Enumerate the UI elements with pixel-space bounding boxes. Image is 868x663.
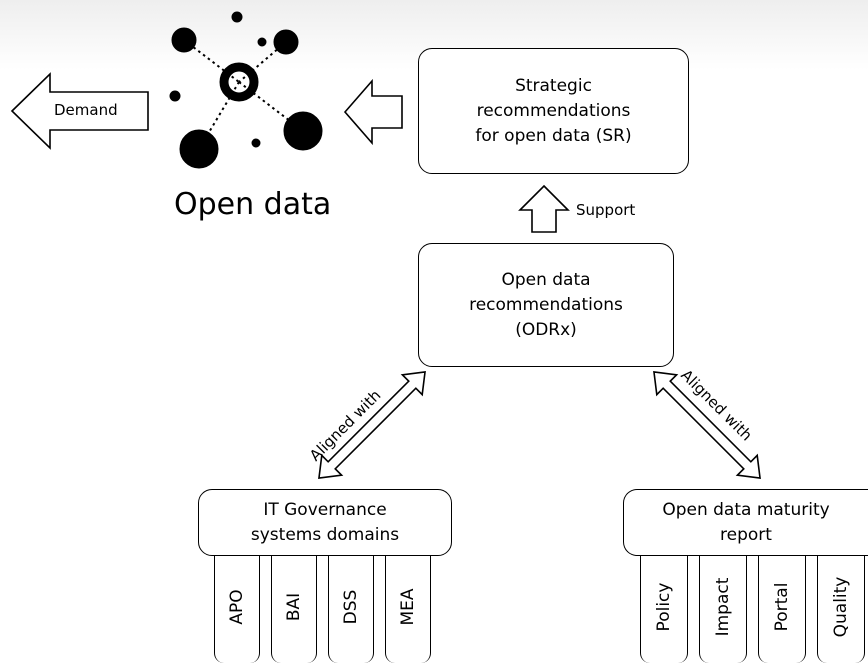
open-data-maturity-box: Open data maturity report (623, 489, 868, 556)
itg-line-2: systems domains (250, 524, 400, 545)
aligned-left-arrow (318, 371, 426, 479)
odm-line-2: report (720, 524, 772, 545)
domain-tab-mea (385, 553, 431, 663)
aligned-right-arrow (653, 371, 761, 479)
support-arrow (518, 184, 570, 233)
it-governance-box: IT Governance systems domains (198, 489, 452, 556)
dimension-label-impact: Impact (713, 577, 733, 637)
dimension-tab-policy (640, 553, 688, 663)
domain-label-dss: DSS (341, 589, 361, 625)
domain-label-apo: APO (227, 589, 247, 625)
demand-label: Demand (54, 101, 118, 119)
dimension-label-portal: Portal (772, 582, 792, 632)
odr-box: Open data recommendations (ODRx) (418, 243, 674, 367)
strategic-line-1: Strategic (515, 75, 592, 96)
domain-label-mea: MEA (398, 588, 418, 626)
odr-line-3: (ODRx) (515, 319, 577, 340)
support-label: Support (576, 201, 636, 219)
domain-tab-dss (328, 553, 374, 663)
itg-line-1: IT Governance (263, 499, 387, 520)
open-data-network-icon (169, 11, 323, 169)
odr-line-1: Open data (501, 269, 591, 290)
dimension-tab-impact (699, 553, 747, 663)
dimension-label-quality: Quality (831, 576, 851, 638)
domain-tab-bai (271, 553, 317, 663)
strategic-line-2: recommendations (476, 100, 631, 121)
strategic-recommendations-box: Strategic recommendations for open data … (418, 48, 689, 174)
odm-line-1: Open data maturity (662, 499, 830, 520)
domain-label-bai: BAI (284, 592, 304, 622)
odr-line-2: recommendations (469, 294, 623, 315)
domain-tab-apo (214, 553, 260, 663)
dimension-label-policy: Policy (654, 582, 674, 632)
dimension-tab-quality (817, 553, 865, 663)
open-data-caption: Open data (174, 187, 332, 222)
demand-arrow (10, 72, 149, 150)
sr-to-open-data-arrow (343, 78, 403, 146)
dimension-tab-portal (758, 553, 806, 663)
strategic-line-3: for open data (SR) (475, 125, 632, 146)
